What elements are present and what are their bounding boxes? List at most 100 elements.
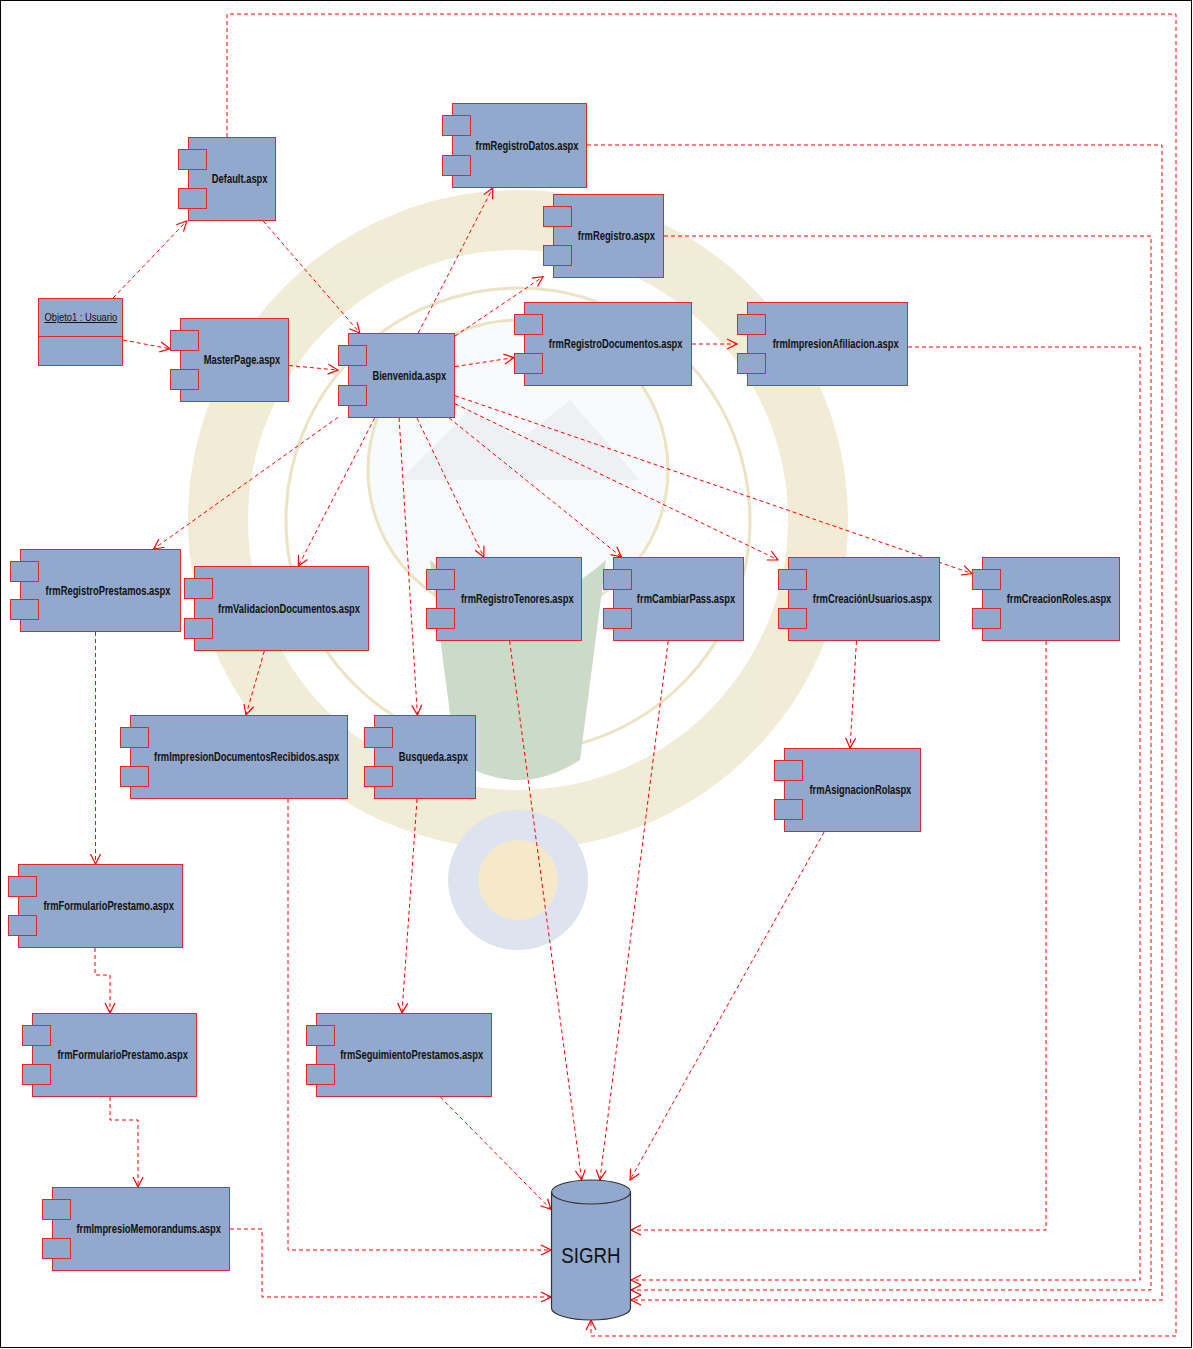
dependency-arrow xyxy=(692,344,737,345)
component-tab xyxy=(171,370,199,390)
component-name: Bienvenida.aspx xyxy=(373,369,447,383)
component-name: frmAsignacionRolaspx xyxy=(810,783,912,797)
dependency-arrow xyxy=(227,14,1176,1336)
component-name: frmFormularioPrestamo.aspx xyxy=(43,899,174,913)
cylinder-body xyxy=(552,1180,631,1320)
dependency-arrow xyxy=(455,404,778,560)
component-tab xyxy=(307,1026,335,1046)
component-tab xyxy=(365,728,393,748)
text-area: frmImpresioMemorandums.aspx xyxy=(72,1187,226,1271)
component-name: frmCreacionRoles.aspx xyxy=(1007,592,1112,606)
dependency-arrow xyxy=(449,418,621,557)
text-area: frmCreacionRoles.aspx xyxy=(1002,557,1116,641)
component-body xyxy=(789,558,940,641)
component-name: frmValidacionDocumentos.aspx xyxy=(218,602,360,616)
dependency-arrow xyxy=(631,641,1046,1230)
text-area: frmRegistroPrestamos.aspx xyxy=(40,549,177,632)
component-name: frmImpresioMemorandums.aspx xyxy=(77,1222,222,1236)
component-tab xyxy=(179,189,207,209)
component-tab xyxy=(121,767,149,787)
component-tab xyxy=(738,315,766,335)
dependency-arrow xyxy=(113,221,187,298)
component-body xyxy=(33,1014,197,1097)
object-box: Objeto1 : Usuario xyxy=(38,298,123,366)
component-tab xyxy=(973,609,1001,629)
component-body xyxy=(19,865,183,948)
text-area: frmImpresionAfiliacion.aspx xyxy=(767,302,904,386)
component-box: frmImpresionAfiliacion.aspx xyxy=(737,302,908,386)
component-name: frmCambiarPass.aspx xyxy=(637,592,735,606)
cylinder-rim xyxy=(552,1192,631,1204)
component-box: frmCambiarPass.aspx xyxy=(603,557,744,641)
dependency-arrow xyxy=(417,418,484,557)
component-box: frmSeguimientoPrestamos.aspx xyxy=(306,1013,492,1097)
database-name: SIGRH xyxy=(561,1243,620,1269)
text-area: frmCreaciónUsuarios.aspx xyxy=(808,557,936,641)
component-tab xyxy=(775,761,803,781)
component-name: MasterPage.aspx xyxy=(204,353,280,367)
component-tab xyxy=(43,1200,71,1220)
dependency-arrow xyxy=(631,347,1140,1280)
text-area: frmImpresionDocumentosRecibidos.aspx xyxy=(150,715,344,799)
component-name: frmSeguimientoPrestamos.aspx xyxy=(340,1048,483,1062)
text-area: SIGRH xyxy=(551,1204,631,1308)
component-box: frmAsignacionRolaspx xyxy=(774,748,921,832)
component-body xyxy=(525,303,692,386)
component-box: frmImpresioMemorandums.aspx xyxy=(42,1187,230,1271)
dependency-arrow xyxy=(298,418,374,566)
component-tab xyxy=(779,570,807,590)
component-name: frmRegistroDatos.aspx xyxy=(476,139,579,153)
component-tab xyxy=(779,609,807,629)
text-area: frmCambiarPass.aspx xyxy=(633,557,740,641)
component-body xyxy=(131,716,348,799)
component-tab xyxy=(9,877,37,897)
component-tab xyxy=(604,570,632,590)
component-name: frmRegistroPrestamos.aspx xyxy=(46,584,171,598)
dependency-arrow xyxy=(631,236,1151,1290)
text-area: frmSeguimientoPrestamos.aspx xyxy=(336,1013,488,1097)
text-area: MasterPage.aspx xyxy=(200,318,285,402)
component-tab xyxy=(185,579,213,599)
component-tab xyxy=(775,800,803,820)
text-area: Default.aspx xyxy=(208,137,272,221)
dependency-arrow xyxy=(850,641,856,748)
text-area: frmRegistroDocumentos.aspx xyxy=(544,302,688,386)
component-name: frmRegistroTenores.aspx xyxy=(461,592,574,606)
dependency-arrow xyxy=(440,1097,551,1209)
compartment-divider xyxy=(38,336,123,337)
component-body xyxy=(53,1188,230,1271)
component-box: Busqueda.aspx xyxy=(364,715,476,799)
dependency-arrow xyxy=(630,832,824,1180)
component-name: frmFormularioPrestamo.aspx xyxy=(57,1048,188,1062)
component-body xyxy=(437,558,582,641)
component-box: Default.aspx xyxy=(178,137,276,221)
component-box: Bienvenida.aspx xyxy=(338,333,455,418)
text-area: frmFormularioPrestamo.aspx xyxy=(52,1013,193,1097)
component-box: frmImpresionDocumentosRecibidos.aspx xyxy=(120,715,348,799)
component-box: frmRegistroPrestamos.aspx xyxy=(10,549,181,632)
dependency-arrow xyxy=(95,632,96,864)
text-area: Objeto1 : Usuario xyxy=(41,298,120,336)
component-name: Busqueda.aspx xyxy=(398,750,467,764)
dependency-arrow xyxy=(230,1229,551,1297)
text-area: Busqueda.aspx xyxy=(394,715,472,799)
component-box: frmRegistroDatos.aspx xyxy=(442,103,587,188)
object-box-outline xyxy=(38,298,123,366)
component-body xyxy=(317,1014,492,1097)
text-area: frmRegistroTenores.aspx xyxy=(456,557,578,641)
component-tab xyxy=(443,156,471,176)
component-tab xyxy=(43,1239,71,1259)
component-name: frmImpresionDocumentosRecibidos.aspx xyxy=(154,750,339,764)
component-name: frmRegistro.aspx xyxy=(578,229,655,243)
dependency-arrow xyxy=(402,799,417,1013)
component-tab xyxy=(427,609,455,629)
component-box: MasterPage.aspx xyxy=(170,318,289,402)
dependency-arrow xyxy=(455,358,514,367)
text-area: frmRegistroDatos.aspx xyxy=(472,103,583,188)
dependency-arrow xyxy=(455,396,972,574)
object-name: Objeto1 : Usuario xyxy=(44,311,117,323)
dependency-arrow xyxy=(418,188,492,333)
